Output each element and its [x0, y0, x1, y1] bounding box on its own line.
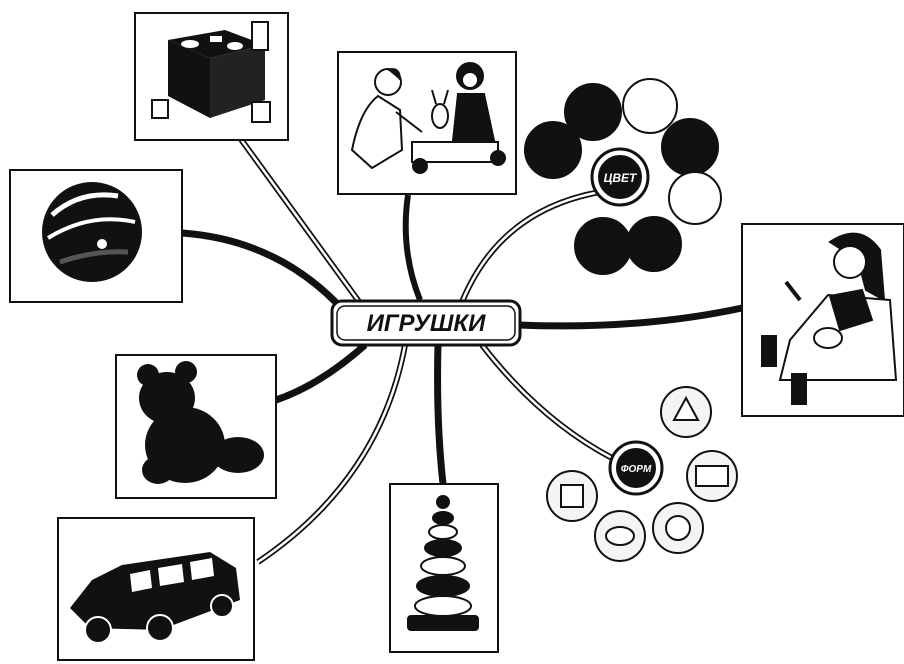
center-label: ИГРУШКИ: [367, 310, 487, 337]
shape-group: ФОРМ: [546, 386, 738, 562]
connector-children: [402, 194, 423, 302]
circle-shape: [665, 515, 691, 541]
color-circle-7: [524, 121, 582, 179]
oval-shape: [605, 526, 635, 546]
connector-doll: [517, 304, 743, 330]
ball-icon: [42, 182, 142, 282]
color-group-label: ЦВЕТ: [604, 171, 638, 185]
doll-icon: [761, 232, 898, 405]
color-circle-2: [622, 78, 678, 134]
picture-pyramid: [389, 483, 499, 653]
picture-car: [57, 517, 255, 661]
connectors: [181, 136, 743, 565]
connector-shape-group: [479, 343, 614, 461]
color-circle-5: [626, 216, 682, 272]
color-circle-3: [661, 118, 719, 176]
teddy-bear-icon: [137, 361, 264, 484]
center-node: ИГРУШКИ: [330, 299, 522, 347]
picture-teddy: [115, 354, 277, 499]
color-circle-6: [574, 217, 632, 275]
picture-children: [337, 51, 517, 195]
toy-car-icon: [70, 552, 240, 644]
color-group: ЦВЕТ: [524, 78, 722, 275]
color-circle-4: [668, 171, 722, 225]
picture-doll: [741, 223, 904, 417]
connector-pyramid: [434, 344, 447, 485]
connector-car: [256, 344, 408, 565]
connector-ball: [181, 229, 348, 315]
shape-group-label: ФОРМ: [621, 464, 652, 475]
square-shape: [560, 484, 584, 508]
rectangle-shape: [695, 465, 729, 487]
picture-ball: [9, 169, 183, 303]
shape-sorter-box-icon: [151, 21, 271, 123]
color-circle-1: [564, 83, 622, 141]
children-playing-icon: [350, 62, 506, 174]
picture-shape-sorter: [134, 12, 289, 141]
triangle-shape: [672, 395, 700, 421]
stacking-pyramid-icon: [407, 495, 479, 631]
connector-teddy: [274, 342, 368, 404]
